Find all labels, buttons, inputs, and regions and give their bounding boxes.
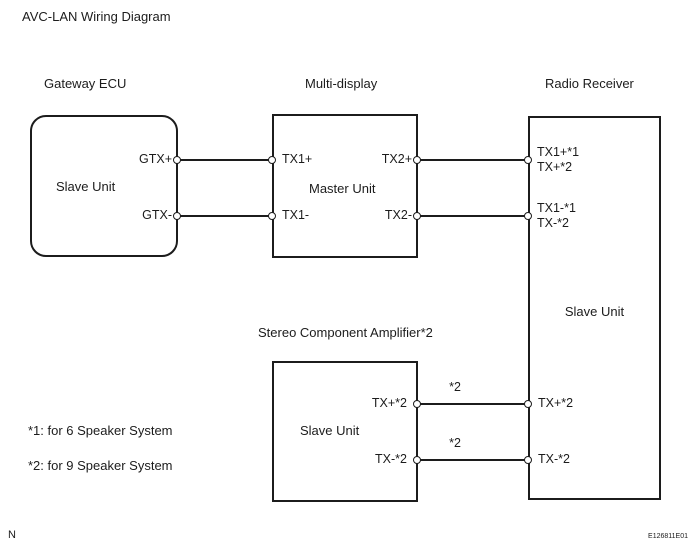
terminal-amp-tx-minus-label: TX-*2 [375, 452, 407, 466]
terminal-tx1-plus-label: TX1+ [282, 152, 313, 166]
footnote-2: *2: for 9 Speaker System [28, 458, 173, 473]
terminal-radio-tx-plus-label: TX+*2 [538, 396, 574, 410]
terminal-amp-tx-plus-label: TX+*2 [371, 396, 407, 410]
terminal-radio-tx-minus-label: TX-*2 [538, 452, 570, 466]
node-multi-tx2-minus [413, 212, 421, 220]
node-multi-tx1-minus [268, 212, 276, 220]
terminal-gtx-plus-label: GTX+ [139, 152, 172, 166]
node-amp-tx-minus [413, 456, 421, 464]
terminal-radio-tx1-plus-label: TX1+*1 TX+*2 [537, 145, 579, 175]
multi-display-box [272, 114, 418, 258]
node-amp-tx-plus [413, 400, 421, 408]
stereo-amplifier-label: Stereo Component Amplifier*2 [258, 325, 433, 340]
node-radio-tx-plus [524, 400, 532, 408]
multi-display-unit-label: Master Unit [309, 181, 376, 196]
wire-note-plus: *2 [449, 380, 461, 394]
terminal-radio-tx1-minus-label: TX1-*1 TX-*2 [537, 201, 576, 231]
amplifier-unit-label: Slave Unit [300, 423, 360, 438]
node-gateway-gtx-minus [173, 212, 181, 220]
terminal-radio-tx1-minus-line1: TX1-*1 [537, 201, 576, 215]
footnote-1: *1: for 6 Speaker System [28, 423, 173, 438]
wire-gtx-minus [177, 215, 272, 217]
terminal-tx2-minus-label: TX2- [384, 208, 412, 222]
gateway-unit-label: Slave Unit [56, 179, 116, 194]
gateway-ecu-box [30, 115, 178, 257]
terminal-radio-tx1-plus-line2: TX+*2 [537, 160, 573, 174]
terminal-radio-tx1-plus-line1: TX1+*1 [537, 145, 580, 159]
diagram-title: AVC-LAN Wiring Diagram [22, 9, 171, 24]
node-radio-tx-minus [524, 456, 532, 464]
terminal-gtx-minus-label: GTX- [142, 208, 172, 222]
node-multi-tx2-plus [413, 156, 421, 164]
wire-amp-tx-plus [417, 403, 528, 405]
footer-page-marker: N [8, 529, 16, 541]
radio-unit-label: Slave Unit [564, 304, 625, 319]
gateway-ecu-label: Gateway ECU [44, 76, 127, 91]
wire-tx2-plus [417, 159, 528, 161]
wire-amp-tx-minus [417, 459, 528, 461]
wire-note-minus: *2 [449, 436, 461, 450]
stereo-amplifier-box [272, 361, 418, 502]
terminal-radio-tx1-minus-line2: TX-*2 [537, 216, 569, 230]
wire-tx2-minus [417, 215, 528, 217]
node-gateway-gtx-plus [173, 156, 181, 164]
terminal-tx2-plus-label: TX2+ [381, 152, 412, 166]
wire-gtx-plus [177, 159, 272, 161]
node-multi-tx1-plus [268, 156, 276, 164]
radio-receiver-label: Radio Receiver [545, 76, 634, 91]
node-radio-tx1-plus [524, 156, 532, 164]
node-radio-tx1-minus [524, 212, 532, 220]
footer-figure-code: E126811E01 [648, 533, 688, 540]
terminal-tx1-minus-label: TX1- [282, 208, 310, 222]
multi-display-label: Multi-display [305, 76, 378, 91]
radio-receiver-box [528, 116, 661, 500]
